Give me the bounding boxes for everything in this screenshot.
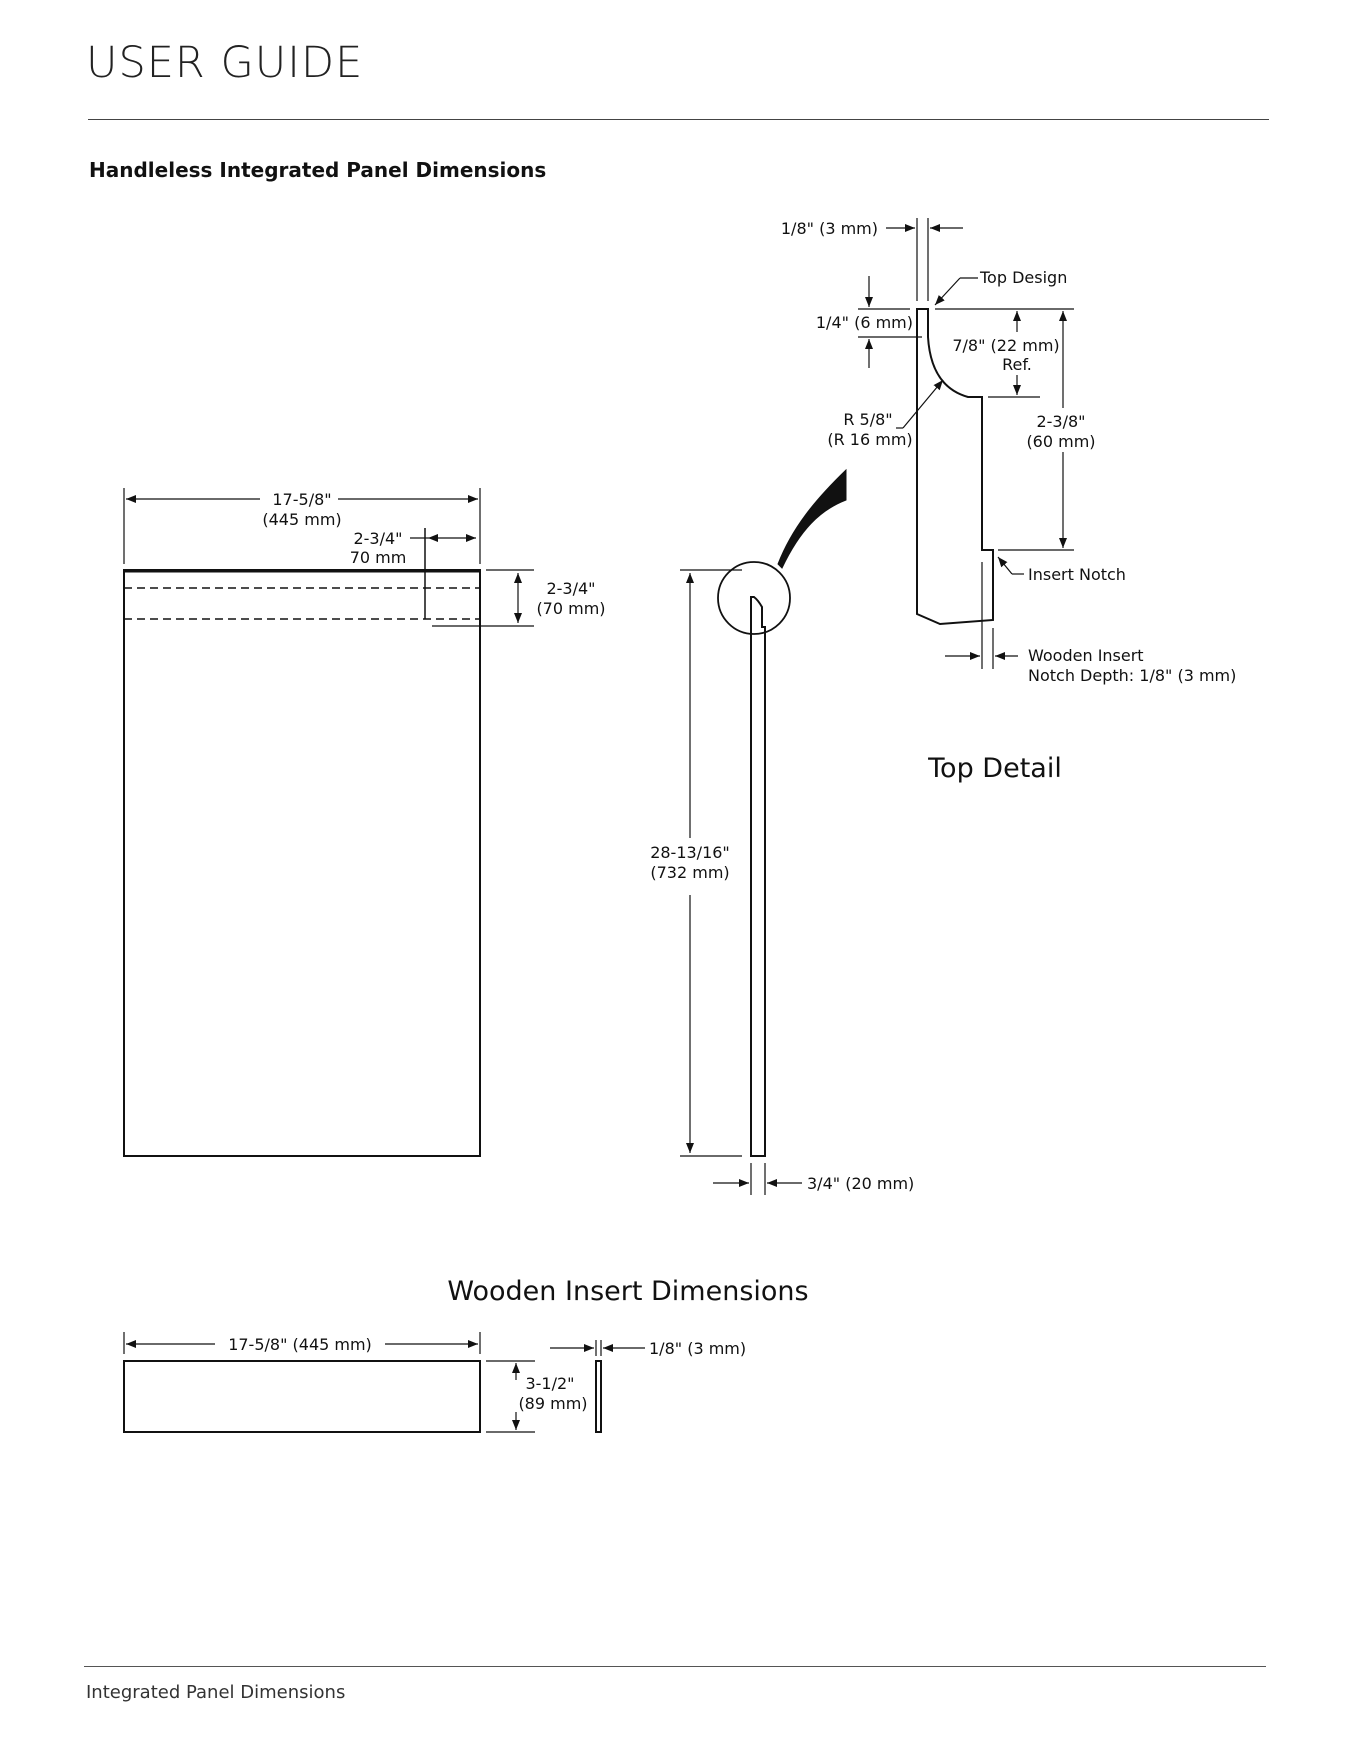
- wooden-insert-edge: [595, 1360, 602, 1433]
- detail-notch-depth-line2: Notch Depth: 1/8" (3 mm): [1028, 666, 1236, 685]
- top-detail-title: Top Detail: [927, 753, 1062, 784]
- front-width-mm: (445 mm): [262, 510, 341, 529]
- front-inset-in: 2-3/4": [353, 529, 402, 548]
- detail-notch-height-mm: (60 mm): [1026, 432, 1095, 451]
- footer-text: Integrated Panel Dimensions: [86, 1682, 346, 1703]
- wooden-insert-outline: [123, 1360, 481, 1433]
- top-detail-profile: [916, 308, 994, 626]
- insert-thickness: 1/8" (3 mm): [649, 1339, 746, 1358]
- insert-height-mm: (89 mm): [518, 1394, 587, 1413]
- detail-notch-depth-line1: Wooden Insert: [1028, 646, 1144, 665]
- front-inset-mm: 70 mm: [350, 548, 407, 567]
- detail-lip-width: 1/8" (3 mm): [781, 219, 878, 238]
- front-panel-view: [123, 488, 534, 1157]
- top-detail-view: [858, 218, 1074, 669]
- side-height-in: 28-13/16": [650, 843, 730, 862]
- page-header-title: USER GUIDE: [86, 38, 364, 88]
- header-divider: [88, 119, 1269, 120]
- side-panel-view: [680, 468, 847, 1195]
- detail-callout-circle: [717, 561, 791, 635]
- front-width-in: 17-5/8": [272, 490, 331, 509]
- front-band-in: 2-3/4": [546, 579, 595, 598]
- front-band-mm: (70 mm): [536, 599, 605, 618]
- detail-lip-height: 1/4" (6 mm): [816, 313, 913, 332]
- detail-radius-in: R 5/8": [843, 410, 892, 429]
- detail-top-design: Top Design: [979, 268, 1067, 287]
- side-height-mm: (732 mm): [650, 863, 729, 882]
- footer-divider: [84, 1666, 1266, 1667]
- insert-width: 17-5/8" (445 mm): [228, 1335, 372, 1354]
- wooden-insert-title: Wooden Insert Dimensions: [447, 1276, 808, 1307]
- wooden-insert-view: [123, 1332, 645, 1433]
- detail-notch-height-in: 2-3/8": [1036, 412, 1085, 431]
- insert-height-in: 3-1/2": [525, 1374, 574, 1393]
- detail-callout-pointer: [777, 468, 847, 569]
- detail-curve-ref: Ref.: [1002, 355, 1032, 374]
- detail-insert-notch: Insert Notch: [1028, 565, 1126, 584]
- side-panel-profile: [750, 596, 766, 1157]
- side-thickness: 3/4" (20 mm): [807, 1174, 914, 1193]
- detail-curve-depth: 7/8" (22 mm): [952, 336, 1059, 355]
- detail-radius-mm: (R 16 mm): [827, 430, 912, 449]
- section-title: Handleless Integrated Panel Dimensions: [89, 158, 547, 182]
- front-panel-outline: [123, 569, 481, 1157]
